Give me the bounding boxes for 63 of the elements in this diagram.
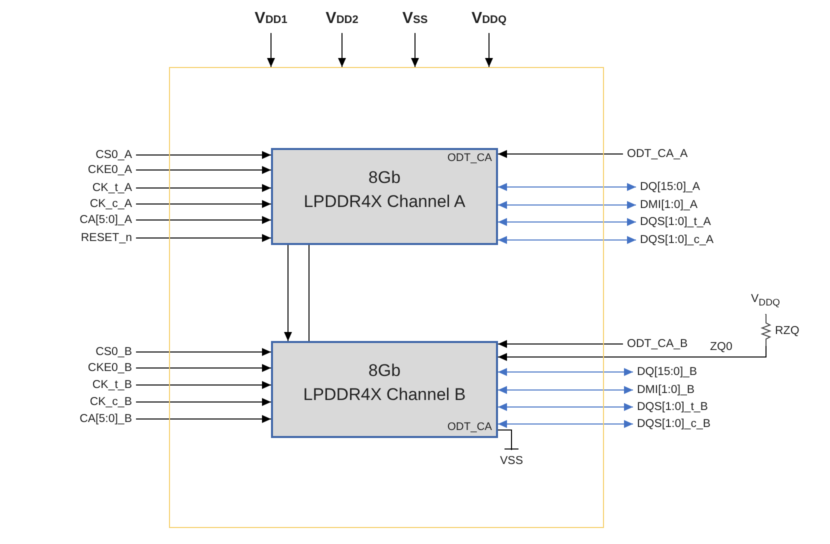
signal-label: DMI[1:0]_A (640, 198, 698, 212)
pin-label: ODT_CA (447, 421, 492, 434)
arrow (136, 415, 272, 423)
arrow (136, 200, 272, 208)
arrow (498, 201, 636, 209)
signal-label: DQS[1:0]_t_A (640, 215, 711, 229)
signal-label: CA[5:0]_B (80, 412, 132, 426)
arrow (498, 340, 624, 348)
signal-label: DQ[15:0]_A (640, 180, 700, 194)
arrow (485, 32, 493, 68)
arrow (136, 151, 272, 159)
signal-label: ODT_CA_B (627, 337, 688, 351)
signal-label: DQS[1:0]_c_B (637, 417, 711, 431)
arrow (284, 244, 292, 342)
signal-label: CK_t_A (92, 181, 132, 195)
signal-label: CKE0_A (88, 163, 132, 177)
signal-label: DMI[1:0]_B (637, 383, 695, 397)
connector-line (308, 244, 310, 342)
signal-label: VSS (500, 454, 524, 468)
channel-title: LPDDR4X Channel B (303, 385, 466, 405)
arrow (338, 32, 346, 68)
package-outline (169, 67, 604, 528)
edge-label: ZQ0 (708, 340, 734, 354)
memory-channel-block (271, 148, 498, 245)
capacity-label: 8Gb (368, 168, 401, 188)
signal-label: CKE0_B (88, 361, 132, 375)
signal-label: ODT_CA_A (627, 147, 688, 161)
arrow (136, 381, 272, 389)
arrow (267, 32, 275, 68)
arrow (498, 346, 766, 361)
arrow (498, 236, 636, 244)
connector-line (498, 430, 512, 450)
memory-channel-block (271, 341, 498, 438)
arrow (136, 216, 272, 224)
signal-label: DQ[15:0]_B (637, 365, 698, 379)
arrow (498, 368, 634, 376)
signal-label: DQS[1:0]_t_B (637, 400, 708, 414)
signal-label: CK_c_A (90, 197, 132, 211)
signal-label: RESET_n (80, 231, 132, 245)
arrow (136, 166, 272, 174)
pin-label: ODT_CA (447, 152, 492, 165)
signal-label: CK_c_B (90, 395, 132, 409)
signal-label: CS0_B (96, 345, 132, 359)
arrow (498, 218, 636, 226)
signal-label: CS0_A (96, 148, 132, 162)
arrow (498, 420, 634, 428)
arrow (411, 32, 419, 68)
signal-label: CA[5:0]_A (80, 213, 132, 227)
arrow (136, 348, 272, 356)
capacity-label: 8Gb (368, 361, 401, 381)
component-label: RZQ (775, 324, 800, 338)
channel-title: LPDDR4X Channel A (304, 192, 466, 212)
arrow (498, 386, 634, 394)
signal-label: CK_t_B (92, 378, 132, 392)
arrow (136, 398, 272, 406)
arrow (136, 184, 272, 192)
supply-label: V$_{DDQ}$ (751, 292, 780, 310)
arrow (136, 364, 272, 372)
arrow (498, 150, 624, 158)
arrow (498, 183, 636, 191)
arrow (136, 234, 272, 242)
signal-label: DQS[1:0]_c_A (640, 233, 714, 247)
arrow (498, 403, 634, 411)
